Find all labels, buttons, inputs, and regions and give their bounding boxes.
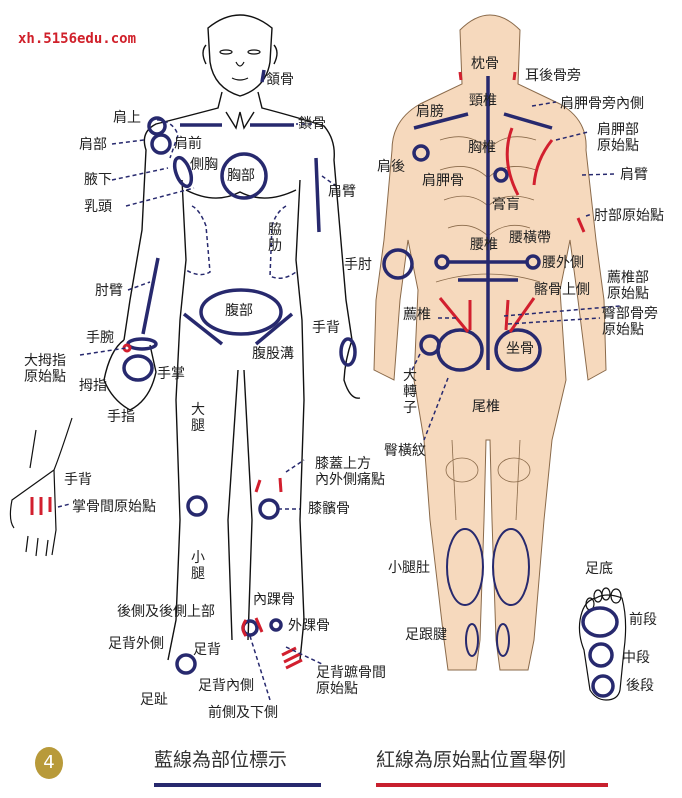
label-back-of-hand-right: 手背	[312, 320, 340, 336]
label-coccyx: 尾椎	[472, 399, 500, 415]
sole-blue-markers	[581, 606, 619, 698]
front-body-outline	[103, 14, 361, 661]
back-body	[373, 14, 607, 671]
label-clavicle: 鎖骨	[298, 116, 326, 132]
label-lumbar-band: 腰橫帶	[509, 230, 551, 246]
label-cervical: 頸椎	[469, 93, 497, 109]
legend-blue-text: 藍線為部位標示	[154, 749, 288, 771]
label-calf: 小腿	[191, 550, 205, 582]
label-scapula: 肩胛骨	[422, 173, 464, 189]
front-blue-markers	[122, 69, 357, 675]
label-shoulder: 肩部	[79, 137, 107, 153]
label-forearm: 肘臂	[95, 283, 123, 299]
legend-red-line	[376, 783, 608, 787]
label-sole-title: 足底	[585, 561, 613, 577]
label-sole-middle: 中段	[622, 650, 650, 666]
label-nipple: 乳頭	[84, 199, 112, 215]
label-jaw: 頷骨	[266, 72, 294, 88]
label-thigh: 大腿	[191, 402, 205, 434]
label-waist-side: 腰外側	[542, 255, 584, 271]
label-groin: 腹股溝	[252, 346, 294, 362]
label-shoulder-front: 肩前	[174, 136, 202, 152]
label-sacrum: 薦椎	[403, 307, 431, 323]
label-gluteal-origin: 臀部骨旁 原始點	[602, 306, 658, 338]
label-scapula-origin: 肩胛部 原始點	[597, 122, 639, 154]
hand-inset-outline	[9, 417, 73, 557]
label-lumbar: 腰椎	[470, 237, 498, 253]
label-inset-back-of-hand: 手背	[64, 472, 92, 488]
label-fingers: 手指	[107, 409, 135, 425]
label-iliac-upper: 髂骨上側	[534, 282, 590, 298]
label-foot-outer: 足背外側	[108, 636, 164, 652]
label-sole-rear: 後段	[626, 678, 654, 694]
label-abdomen: 腹部	[225, 303, 253, 319]
label-metatarsal-origin: 足背蹠骨間 原始點	[316, 665, 386, 697]
label-ribs: 脇肋	[268, 222, 282, 254]
label-chest: 胸部	[227, 168, 255, 184]
figure-number-badge: 4	[35, 747, 63, 779]
label-side-chest: 側胸	[190, 157, 218, 173]
label-palm: 手掌	[157, 366, 185, 382]
label-sacral-origin: 薦椎部 原始點	[607, 270, 649, 302]
label-shoulder-top: 肩上	[113, 110, 141, 126]
label-elbow-origin: 肘部原始點	[594, 208, 664, 224]
label-gluteal-fold: 臀橫紋	[384, 443, 426, 459]
label-behind-ear: 耳後骨旁	[525, 68, 581, 84]
label-knee-above: 膝蓋上方 內外側痛點	[315, 456, 385, 488]
label-back-and-upper-back: 後側及後側上部	[117, 604, 215, 620]
label-thumb: 拇指	[79, 378, 107, 394]
label-metacarpal-origin: 掌骨間原始點	[72, 499, 156, 515]
back-leader-lines	[411, 101, 621, 441]
hand-inset-red	[30, 497, 52, 515]
face-features	[219, 49, 261, 81]
label-upper-arm-back: 肩臂	[620, 167, 648, 183]
label-greater-trochanter: 大轉子	[403, 368, 417, 416]
back-blue-markers	[382, 76, 553, 657]
label-thumb-origin: 大拇指 原始點	[24, 353, 66, 385]
label-ischium: 坐骨	[506, 341, 534, 357]
label-calf-belly: 小腿肚	[388, 560, 430, 576]
label-patella: 膝髕骨	[308, 501, 350, 517]
label-shoulder-back: 肩後	[377, 159, 405, 175]
label-achilles: 足跟腱	[405, 627, 447, 643]
label-occipital: 枕骨	[471, 56, 499, 72]
sole-outline	[578, 587, 627, 701]
back-red-markers	[438, 71, 586, 333]
front-red-markers	[122, 343, 303, 670]
label-outer-ankle: 外踝骨	[288, 618, 330, 634]
label-elbow: 手肘	[344, 257, 372, 273]
label-shoulder-blade-top: 肩膀	[416, 104, 444, 120]
front-dashed-regions	[79, 119, 337, 701]
label-front-and-lower: 前側及下側	[208, 705, 278, 721]
label-toes: 足趾	[140, 692, 168, 708]
label-wrist: 手腕	[86, 330, 114, 346]
legend-blue-line	[154, 783, 321, 787]
label-foot-top: 足背	[193, 642, 221, 658]
label-foot-inner: 足背內側	[198, 678, 254, 694]
label-inner-ankle: 內踝骨	[253, 592, 295, 608]
watermark: xh.5156edu.com	[18, 31, 137, 47]
label-gaohuang: 膏肓	[492, 197, 520, 213]
label-upper-arm: 肩臂	[328, 184, 356, 200]
label-thoracic: 胸椎	[468, 140, 496, 156]
label-armpit: 腋下	[84, 172, 112, 188]
label-sole-front: 前段	[629, 612, 657, 628]
label-scapula-inner: 肩胛骨旁內側	[560, 96, 644, 112]
legend-red-text: 紅線為原始點位置舉例	[376, 749, 567, 771]
